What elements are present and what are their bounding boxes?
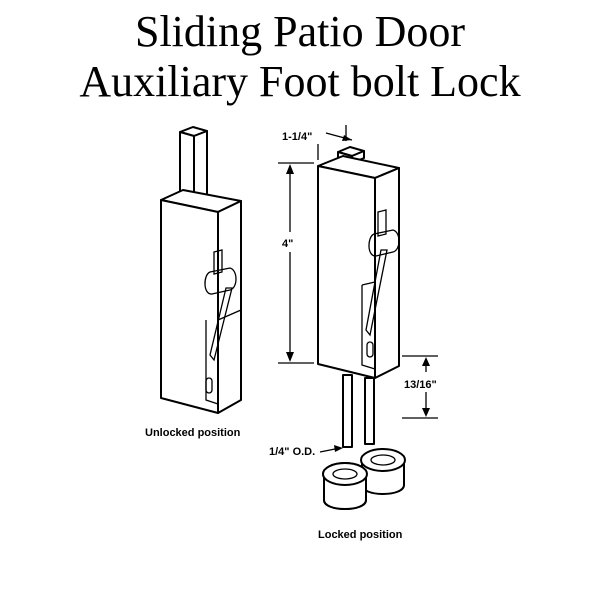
locked-lock bbox=[317, 146, 400, 448]
title-line-2: Auxiliary Foot bolt Lock bbox=[79, 57, 521, 106]
unlocked-hook bbox=[204, 267, 237, 295]
dimension-lines bbox=[278, 125, 438, 453]
unlocked-lever bbox=[209, 287, 233, 362]
unlocked-slot bbox=[205, 377, 213, 394]
locked-lever bbox=[365, 249, 388, 337]
locked-slot bbox=[366, 341, 374, 358]
unlocked-slide-plate bbox=[205, 320, 219, 405]
dimension-height-label: 4" bbox=[282, 238, 293, 250]
locked-pin-right bbox=[364, 377, 375, 445]
unlocked-knob bbox=[213, 249, 223, 275]
dimension-bolt-diameter-label: 1/4" O.D. bbox=[269, 446, 315, 458]
dimension-bolt-extension-label: 13/16" bbox=[404, 379, 437, 391]
floor-bushings bbox=[322, 448, 406, 510]
locked-hook bbox=[368, 229, 400, 257]
unlocked-position-label: Unlocked position bbox=[145, 427, 241, 439]
locked-slide-plate bbox=[361, 285, 376, 370]
unlocked-housing-front bbox=[160, 199, 219, 414]
locked-pin-left bbox=[342, 374, 353, 448]
locked-position-label: Locked position bbox=[318, 529, 403, 541]
title-line-1: Sliding Patio Door bbox=[134, 7, 466, 56]
locked-knob bbox=[377, 209, 387, 237]
unlocked-lock bbox=[160, 126, 242, 414]
dimension-width-label: 1-1/4" bbox=[282, 131, 312, 143]
locked-housing-side bbox=[374, 167, 400, 379]
